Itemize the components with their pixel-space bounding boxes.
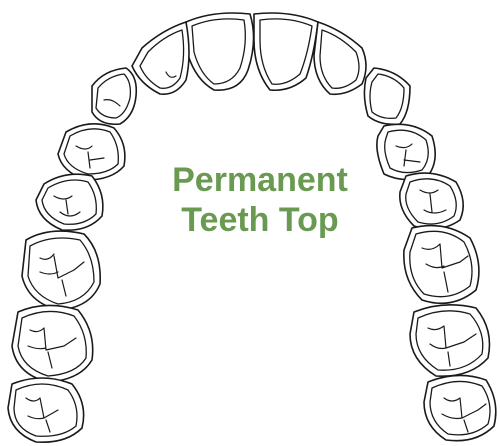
title-line-2: Teeth Top <box>150 200 370 240</box>
right-second-premolar <box>400 173 463 229</box>
right-canine <box>364 68 410 124</box>
left-second-premolar <box>36 174 103 230</box>
left-lateral-incisor <box>132 22 189 94</box>
right-first-molar <box>404 226 479 304</box>
right-second-molar <box>410 305 490 376</box>
left-third-molar <box>8 378 84 442</box>
left-canine <box>92 68 136 124</box>
left-central-incisor <box>186 13 254 90</box>
left-first-premolar <box>58 124 125 180</box>
left-first-molar <box>22 231 100 310</box>
right-central-incisor <box>254 13 318 90</box>
right-first-premolar <box>377 124 435 179</box>
title-line-1: Permanent <box>150 160 370 200</box>
left-second-molar <box>12 305 93 382</box>
right-third-molar <box>424 375 496 440</box>
right-lateral-incisor <box>314 22 366 94</box>
diagram-title: Permanent Teeth Top <box>150 160 370 240</box>
